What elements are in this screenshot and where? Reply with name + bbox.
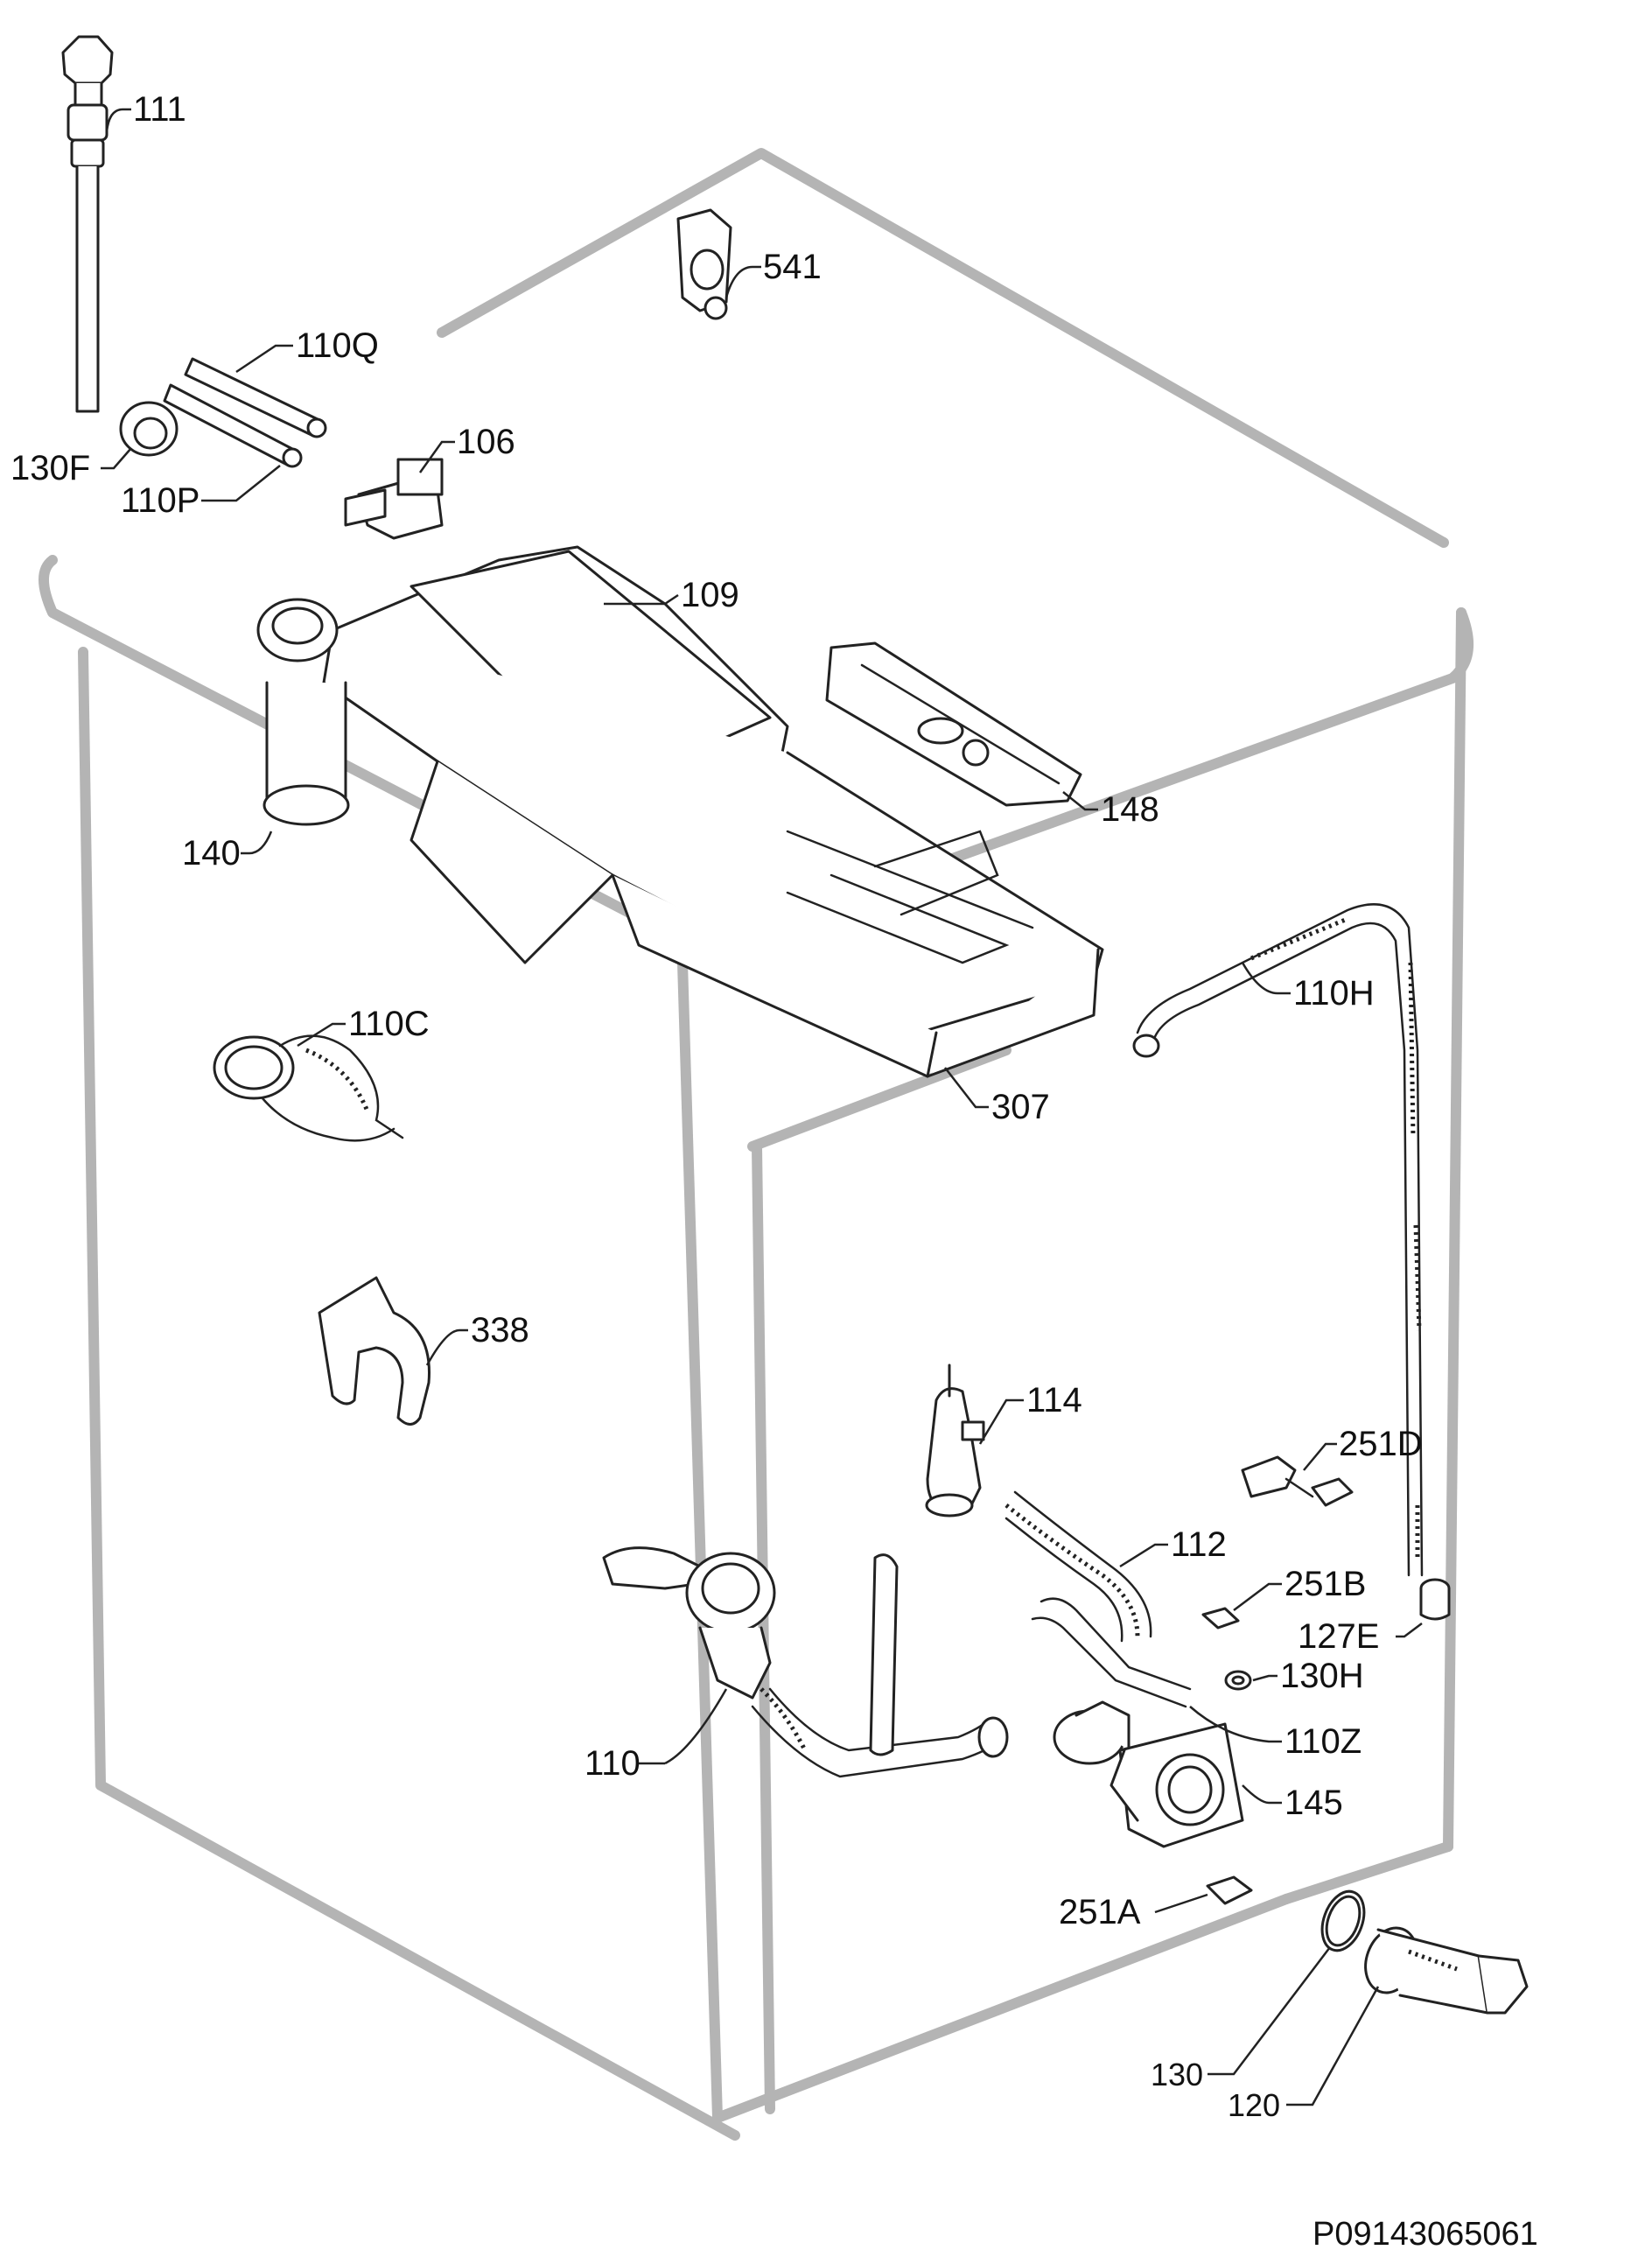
label-251B: 251B bbox=[1284, 1565, 1366, 1603]
tube-110Q bbox=[184, 357, 327, 438]
pump-145 bbox=[1053, 1700, 1244, 1848]
inlet-hose-111 bbox=[61, 35, 114, 413]
label-110Q: 110Q bbox=[296, 326, 379, 365]
label-120: 120 bbox=[1228, 2087, 1280, 2123]
label-106: 106 bbox=[457, 423, 515, 461]
hose-110Z bbox=[1031, 1597, 1192, 1708]
cabinet-outline bbox=[38, 148, 1474, 2141]
seal-ring-130 bbox=[1320, 1889, 1366, 1952]
document-code: P09143065061 bbox=[1312, 2216, 1538, 2253]
dispenser-housing-109 bbox=[322, 545, 1104, 1078]
hose-110H bbox=[1132, 903, 1424, 1577]
leader-lines bbox=[101, 108, 1423, 2106]
label-111: 111 bbox=[133, 90, 186, 129]
label-109: 109 bbox=[681, 576, 739, 614]
connector-251A bbox=[1206, 1875, 1253, 1905]
label-251A: 251A bbox=[1059, 1893, 1141, 1931]
hose-112 bbox=[1004, 1490, 1152, 1643]
clip-338 bbox=[318, 1276, 430, 1426]
label-130F: 130F bbox=[10, 449, 90, 487]
part-106 bbox=[344, 458, 444, 540]
chamber-114 bbox=[925, 1363, 985, 1518]
connector-251D bbox=[1241, 1455, 1354, 1507]
label-130: 130 bbox=[1151, 2057, 1203, 2092]
label-110Z: 110Z bbox=[1284, 1722, 1362, 1761]
label-110H: 110H bbox=[1293, 974, 1375, 1013]
label-110P: 110P bbox=[121, 481, 200, 520]
connector-251B bbox=[1201, 1607, 1240, 1630]
fitting-127E bbox=[1419, 1578, 1451, 1621]
tube-110P bbox=[163, 383, 303, 468]
label-541: 541 bbox=[763, 248, 822, 286]
label-112: 112 bbox=[1171, 1525, 1227, 1564]
label-110C: 110C bbox=[348, 1005, 430, 1043]
label-110: 110 bbox=[584, 1744, 640, 1783]
label-130H: 130H bbox=[1280, 1657, 1364, 1695]
bracket-541 bbox=[676, 208, 732, 320]
label-338: 338 bbox=[471, 1311, 529, 1349]
sump-hose-110 bbox=[602, 1546, 1009, 1778]
label-127E: 127E bbox=[1298, 1617, 1379, 1656]
label-148: 148 bbox=[1101, 790, 1159, 829]
filter-120 bbox=[1364, 1926, 1529, 2015]
washer-130H bbox=[1224, 1670, 1252, 1691]
label-145: 145 bbox=[1284, 1784, 1343, 1822]
label-307: 307 bbox=[991, 1088, 1050, 1126]
label-251D: 251D bbox=[1339, 1425, 1423, 1463]
bellows-110C bbox=[213, 1034, 404, 1142]
label-114: 114 bbox=[1026, 1381, 1082, 1419]
handle-148 bbox=[825, 641, 1082, 807]
part-labels: 111 541 110Q 106 130F 110P 109 148 140 1… bbox=[10, 90, 1423, 2123]
label-140: 140 bbox=[182, 834, 241, 873]
sump-140 bbox=[256, 598, 350, 826]
nut-130F bbox=[119, 401, 178, 457]
